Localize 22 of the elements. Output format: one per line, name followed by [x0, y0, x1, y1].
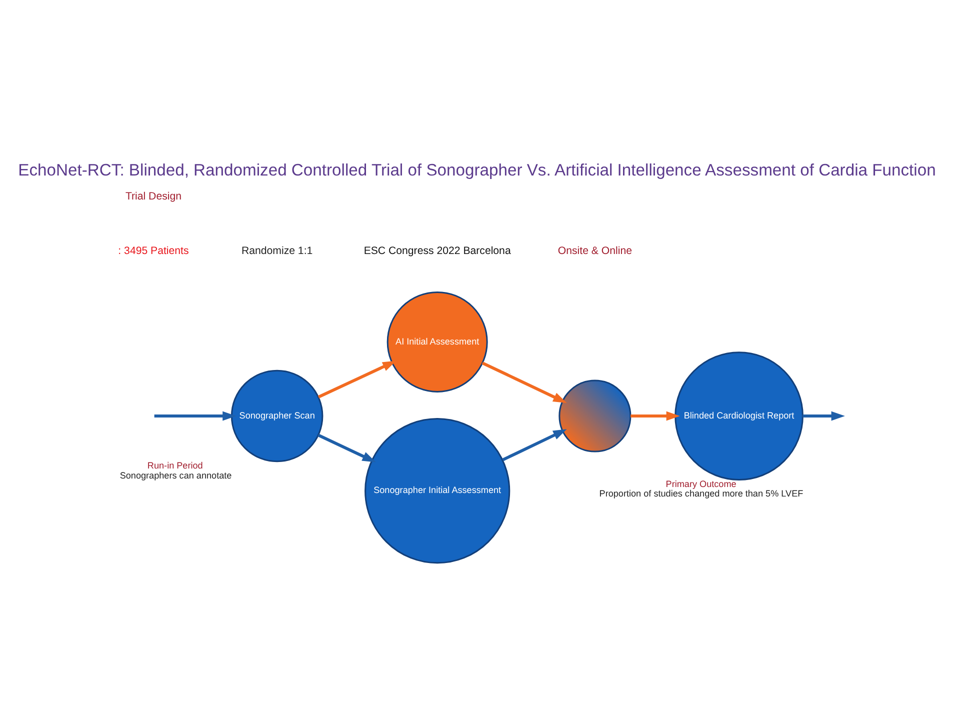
node-circle: Blinded Cardiologist Report — [674, 351, 804, 480]
node-circle — [558, 379, 632, 452]
arrow — [630, 410, 680, 420]
node-label: Run-in Period — [147, 460, 203, 470]
label: : 3495 Patients — [118, 244, 189, 257]
label: Onsite & Online — [558, 244, 632, 257]
arrow — [318, 360, 396, 398]
node-circle: Sonographer Scan — [230, 369, 324, 462]
label: Trial Design — [125, 190, 182, 202]
node-label: Sonographers can annotate — [120, 470, 232, 480]
node-circle: Sonographer Initial Assessment — [364, 418, 510, 564]
node-circle: AI Initial Assessment — [386, 290, 488, 392]
label: Randomize 1:1 — [242, 244, 313, 257]
arrow — [802, 410, 845, 420]
node-label: Proportion of studies changed more than 5% LVEF — [599, 488, 804, 498]
label: ESC Congress 2022 Barcelona — [364, 244, 511, 257]
arrow — [482, 361, 567, 403]
arrow — [318, 433, 376, 462]
arrow — [154, 410, 236, 420]
diagram-title: EchoNet-RCT: Blinded, Randomized Controlled Trial of Sonographer Vs. Artificial Intelligence Assessment of Cardia Function — [18, 160, 936, 179]
node-label: Primary Outcome — [666, 478, 736, 488]
arrow — [502, 428, 567, 461]
